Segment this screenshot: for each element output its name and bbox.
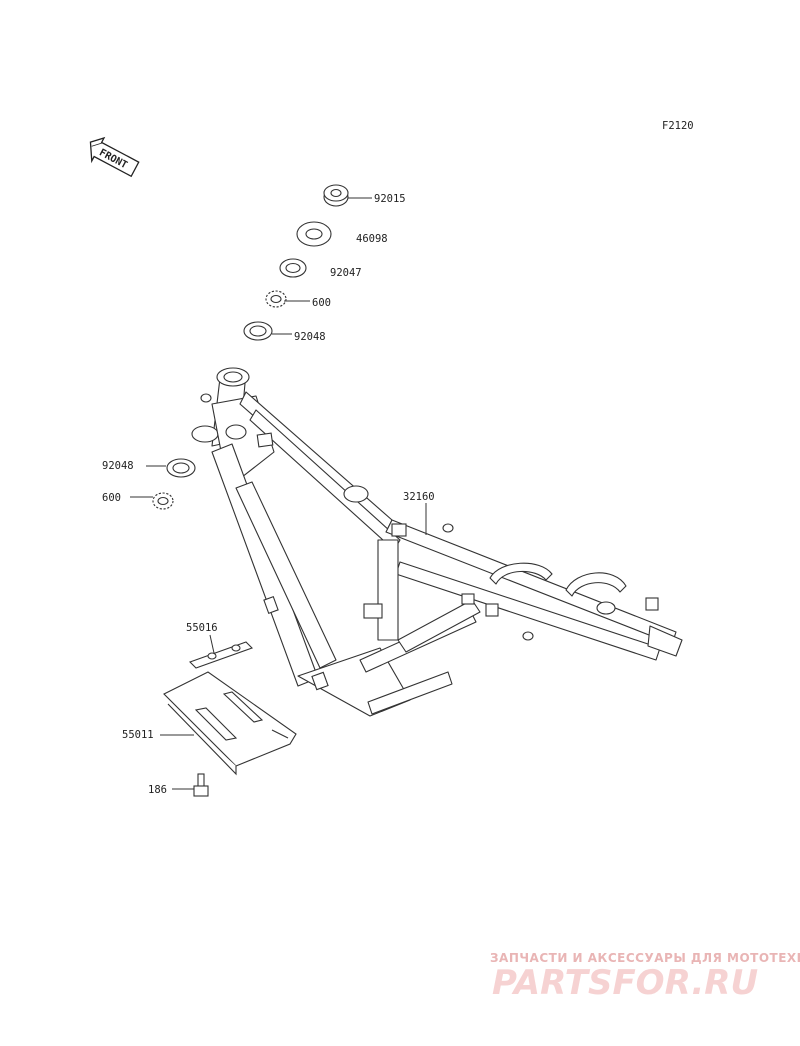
watermark-tagline: ЗАПЧАСТИ И АКСЕССУАРЫ ДЛЯ МОТОТЕХНИКИ — [490, 951, 800, 965]
part-92047-ring — [279, 258, 307, 278]
part-46098-washer — [296, 221, 332, 247]
part-55011-skid-plate — [163, 671, 297, 776]
label-part-55016: 55016 — [186, 622, 218, 634]
front-arrow-icon: FRONT — [89, 136, 140, 178]
figure-code: F2120 — [662, 120, 694, 132]
part-92048-race-top — [243, 321, 273, 341]
label-part-32160: 32160 — [403, 491, 435, 503]
part-55016-bracket — [188, 641, 254, 669]
watermark-logo: PARTSFOR.RU — [492, 963, 758, 1003]
label-part-55011: 55011 — [122, 729, 154, 741]
label-part-92015: 92015 — [374, 193, 406, 205]
part-92048-race-bottom — [166, 458, 196, 478]
part-186-bolt — [193, 773, 209, 797]
label-part-92047: 92047 — [330, 267, 362, 279]
part-32160-frame — [191, 367, 683, 717]
label-part-46098: 46098 — [356, 233, 388, 245]
label-part-92048-top: 92048 — [294, 331, 326, 343]
part-92015-locknut — [323, 184, 349, 207]
part-600-ball-bearing-top — [265, 290, 287, 308]
label-part-186: 186 — [148, 784, 167, 796]
label-part-600-top: 600 — [312, 297, 331, 309]
part-600-ball-bearing-bottom — [152, 492, 174, 510]
label-part-92048-bottom: 92048 — [102, 460, 134, 472]
label-part-600-bottom: 600 — [102, 492, 121, 504]
